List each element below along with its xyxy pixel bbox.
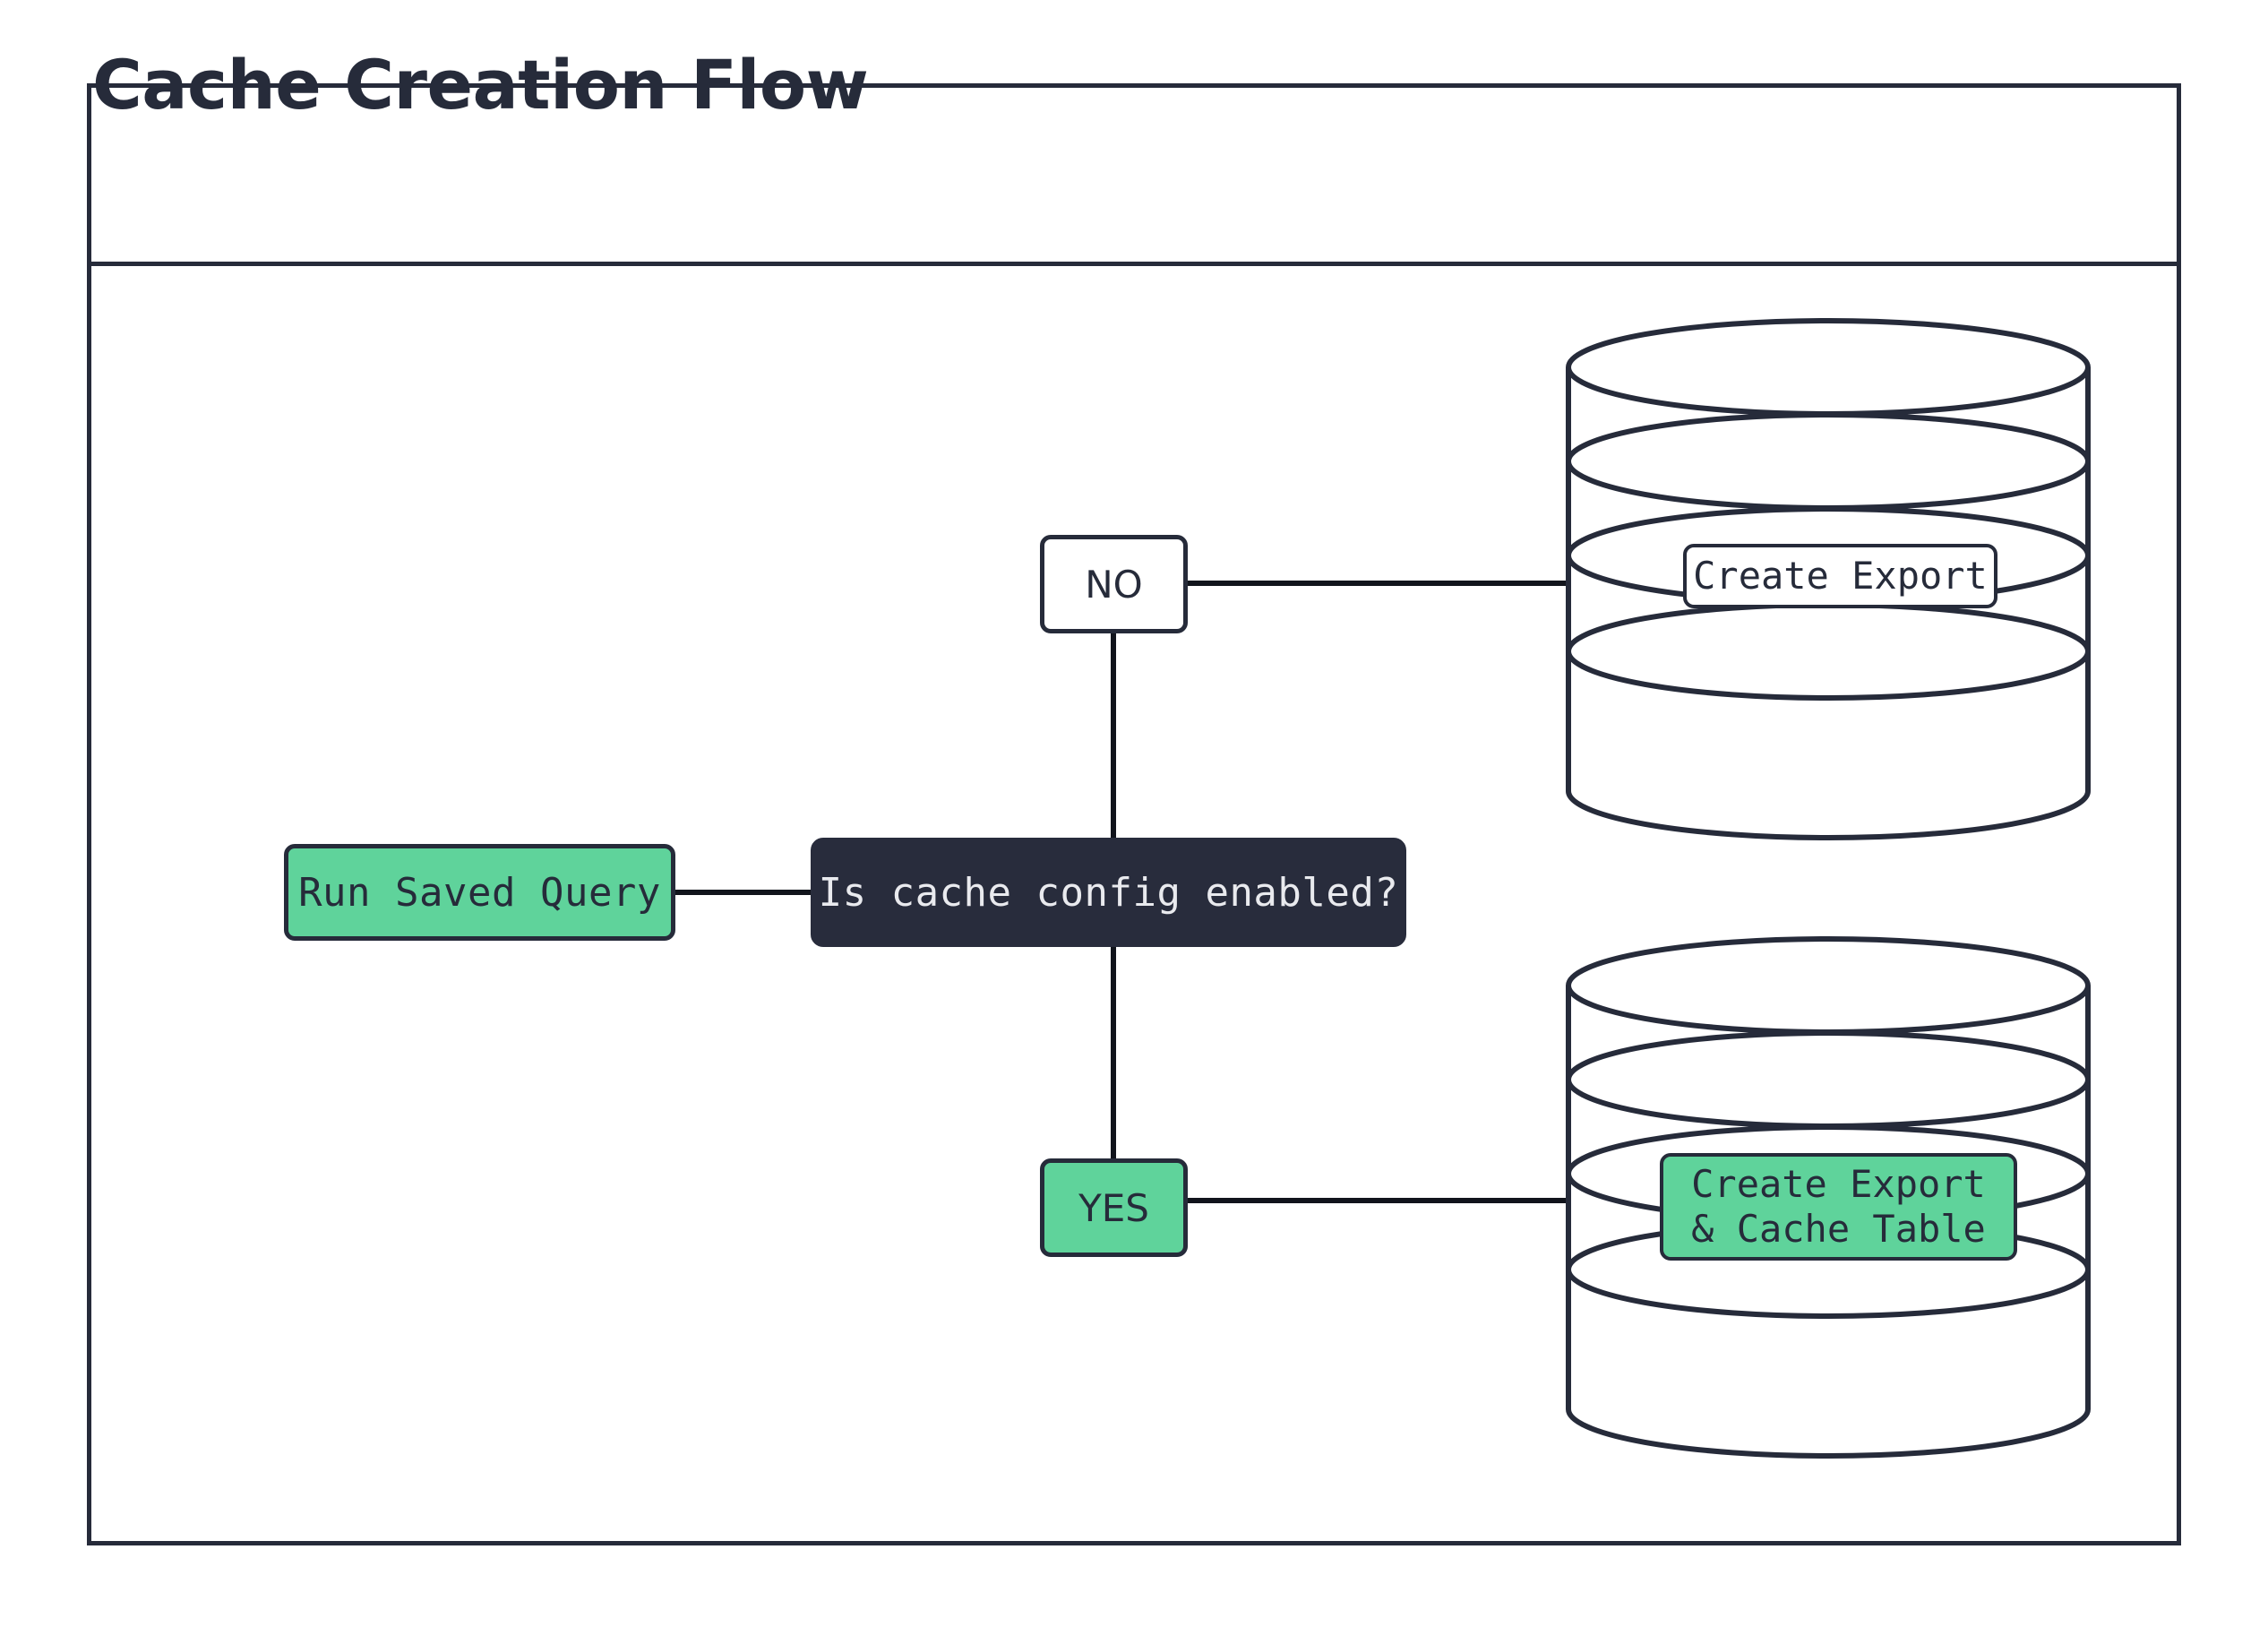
db-label-bottom-line1: Create Export [1691,1162,1986,1207]
db-label-create-export[interactable]: Create Export [1683,544,1997,608]
db-label-top-text: Create Export [1693,554,1988,598]
db-label-create-export-and-cache-table[interactable]: Create Export & Cache Table [1660,1153,2017,1261]
node-branch-yes[interactable]: YES [1040,1158,1188,1257]
node-decision-is-cache-config-enabled[interactable]: Is cache config enabled? [811,838,1406,947]
node-branch-no[interactable]: NO [1040,535,1188,633]
diagram-header [91,88,2177,266]
db-label-bottom-line2: & Cache Table [1691,1207,1986,1251]
diagram-frame [87,83,2181,1545]
node-run-saved-query[interactable]: Run Saved Query [284,844,675,941]
page-title: Cache Creation Flow [92,45,869,125]
